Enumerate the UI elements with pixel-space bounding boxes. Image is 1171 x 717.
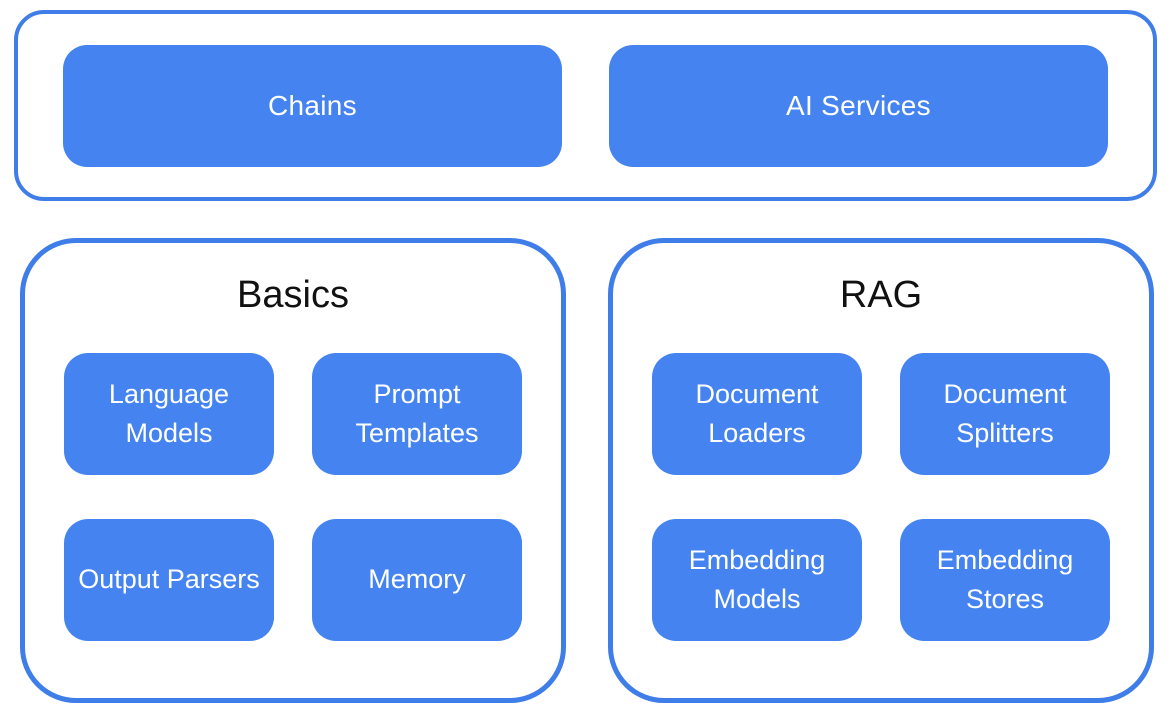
prompt-templates-label: Prompt Templates [355,378,479,448]
ai-services-label: AI Services [786,89,931,121]
output-parsers-label: Output Parsers [78,564,260,595]
document-splitters-label: Document Splitters [943,378,1067,448]
basics-group: Basics Language Models Prompt Templates … [20,238,566,703]
top-level-group: Chains AI Services [14,10,1157,201]
rag-group: RAG Document Loaders Document Splitters … [608,238,1154,703]
chains-label: Chains [268,89,357,121]
embedding-models-label: Embedding Models [688,544,826,614]
basics-group-grid: Language Models Prompt Templates Output … [64,352,522,641]
language-models-label: Language Models [108,378,230,448]
embedding-models-box: Embedding Models [652,518,862,641]
ai-services-box: AI Services [609,44,1108,167]
embedding-stores-label: Embedding Stores [936,544,1074,614]
prompt-templates-box: Prompt Templates [312,352,522,475]
document-splitters-box: Document Splitters [900,352,1110,475]
embedding-stores-box: Embedding Stores [900,518,1110,641]
memory-box: Memory [312,518,522,641]
document-loaders-label: Document Loaders [695,378,819,448]
rag-group-grid: Document Loaders Document Splitters Embe… [652,352,1110,641]
rag-group-title: RAG [839,274,923,316]
basics-group-title: Basics [237,274,349,316]
language-models-box: Language Models [64,352,274,475]
document-loaders-box: Document Loaders [652,352,862,475]
output-parsers-box: Output Parsers [64,518,274,641]
memory-label: Memory [368,564,466,595]
chains-box: Chains [63,44,562,167]
